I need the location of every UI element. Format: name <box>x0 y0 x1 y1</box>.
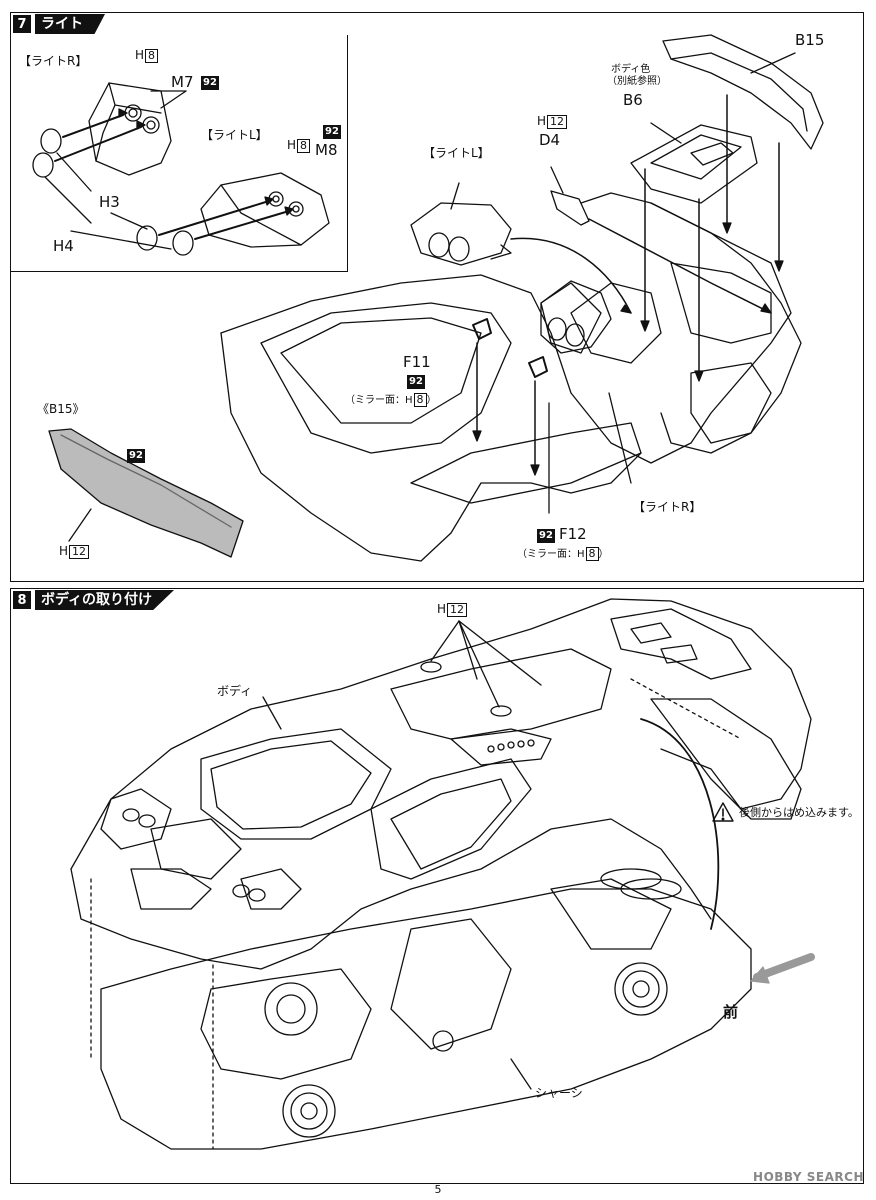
light-l-unit-drawing <box>410 202 512 266</box>
light-r-housing-drawing <box>88 82 172 176</box>
light-assembly-inset <box>11 35 348 272</box>
b15-detail-drawing <box>48 428 244 558</box>
body-label: ボディ <box>217 684 253 698</box>
b15-detail-label: 《B15》 <box>37 402 85 416</box>
b15-rear-wing-drawing <box>662 34 824 150</box>
m8-paint-badge: 92 <box>323 125 341 139</box>
b15-paint-badge: 92 <box>127 449 145 463</box>
step-8-panel: 8 ボディの取り付け <box>10 588 864 1184</box>
step-8-number: 8 <box>13 591 31 609</box>
front-direction-label: 前 <box>723 1003 739 1021</box>
chassis-drawing <box>100 868 752 1150</box>
step-8-h12-prefix: H <box>437 602 447 616</box>
f11-paint-badge: 92 <box>407 375 425 389</box>
step-7-header: 7 ライト <box>11 13 105 35</box>
inset-light-r-label: 【ライトR】 <box>19 54 88 68</box>
chassis-label: シャーシ <box>535 1086 583 1100</box>
step-7-panel: 7 ライト <box>10 12 864 582</box>
step-7-number: 7 <box>13 15 31 33</box>
body-color-note-2: （別紙参照） <box>607 76 667 87</box>
step-8-title: ボディの取り付け <box>35 590 175 610</box>
b15-h12-prefix: H <box>59 544 69 558</box>
inset-h8-l-box: 8 <box>297 139 311 153</box>
d4-label: D4 <box>539 131 561 149</box>
step-7-illustration <box>32 34 824 562</box>
f12-label: F12 <box>559 525 587 543</box>
f11-label: F11 <box>403 353 431 371</box>
light-l-housing-drawing <box>200 172 330 248</box>
f12-paint-badge: 92 <box>537 529 555 543</box>
b15-h12-box: 12 <box>69 545 90 559</box>
h4-label: H4 <box>53 237 74 255</box>
h3-label: H3 <box>99 193 120 211</box>
page-number: 5 <box>434 1183 442 1196</box>
body-color-note-1: ボディ色 <box>611 64 651 75</box>
d4-h12-prefix: H <box>537 114 547 128</box>
inset-light-l-label: 【ライトL】 <box>201 128 268 142</box>
f11-mirror-note-suffix: ） <box>426 395 437 406</box>
step-8-h12-box: 12 <box>447 603 468 617</box>
f11-mirror-note-prefix: （ミラー面：H <box>345 395 413 406</box>
b6-engine-cover-drawing <box>630 124 758 204</box>
hobby-search-watermark: HOBBY SEARCH <box>753 1170 864 1184</box>
step-8-header: 8 ボディの取り付け <box>11 589 175 611</box>
m8-label: M8 <box>315 141 338 159</box>
main-light-r-label: 【ライトR】 <box>633 500 702 514</box>
light-r-unit-drawing <box>540 280 612 354</box>
b6-label: B6 <box>623 91 643 109</box>
m7-paint-badge: 92 <box>201 76 219 90</box>
step-8-illustration <box>70 598 815 1150</box>
f12-mirror-note-prefix: （ミラー面：H <box>517 549 585 560</box>
inset-h8-r-box: 8 <box>145 49 159 63</box>
main-light-l-label: 【ライトL】 <box>423 146 490 160</box>
inset-h8-l-prefix: H <box>287 138 297 152</box>
step-7-title: ライト <box>35 14 105 34</box>
f12-mirror-note-suffix: ） <box>598 549 609 560</box>
f11-mirror-note-box: 8 <box>413 393 427 407</box>
rear-fit-note: 後側からはめ込みます。 <box>739 806 859 819</box>
rear-body-drawing <box>220 192 802 562</box>
d4-h12-box: 12 <box>547 115 568 129</box>
b15-label: B15 <box>795 31 825 49</box>
m7-label: M7 <box>171 73 194 91</box>
body-shell-drawing <box>70 598 812 970</box>
f12-mirror-note-box: 8 <box>585 547 599 561</box>
inset-h8-r-prefix: H <box>135 48 145 62</box>
